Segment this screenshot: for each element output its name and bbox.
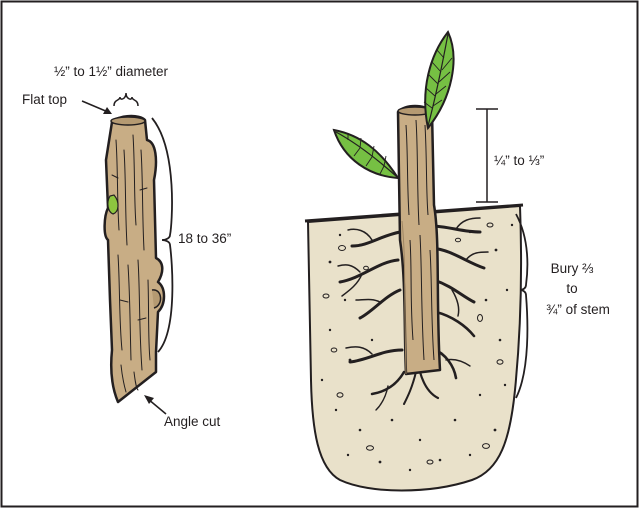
label-diameter: ½” to 1½” diameter	[54, 64, 169, 79]
flat-top-arrow	[82, 101, 112, 114]
label-angle-cut: Angle cut	[164, 414, 221, 429]
label-above-ground: ¼” to ⅓”	[494, 153, 544, 168]
label-bury-line2: to	[566, 281, 577, 296]
cutting-stem	[105, 116, 164, 402]
diameter-brace	[114, 93, 138, 106]
leaf-lower	[334, 130, 398, 178]
label-length: 18 to 36”	[178, 231, 231, 246]
label-bury-line1: Bury ⅔	[551, 261, 594, 276]
planted-stem	[398, 106, 440, 374]
leaf-upper	[424, 32, 454, 128]
bud	[108, 195, 118, 214]
label-bury-line3: ¾” of stem	[546, 302, 610, 317]
label-flat-top: Flat top	[22, 92, 67, 107]
angle-cut-arrow	[144, 395, 166, 414]
